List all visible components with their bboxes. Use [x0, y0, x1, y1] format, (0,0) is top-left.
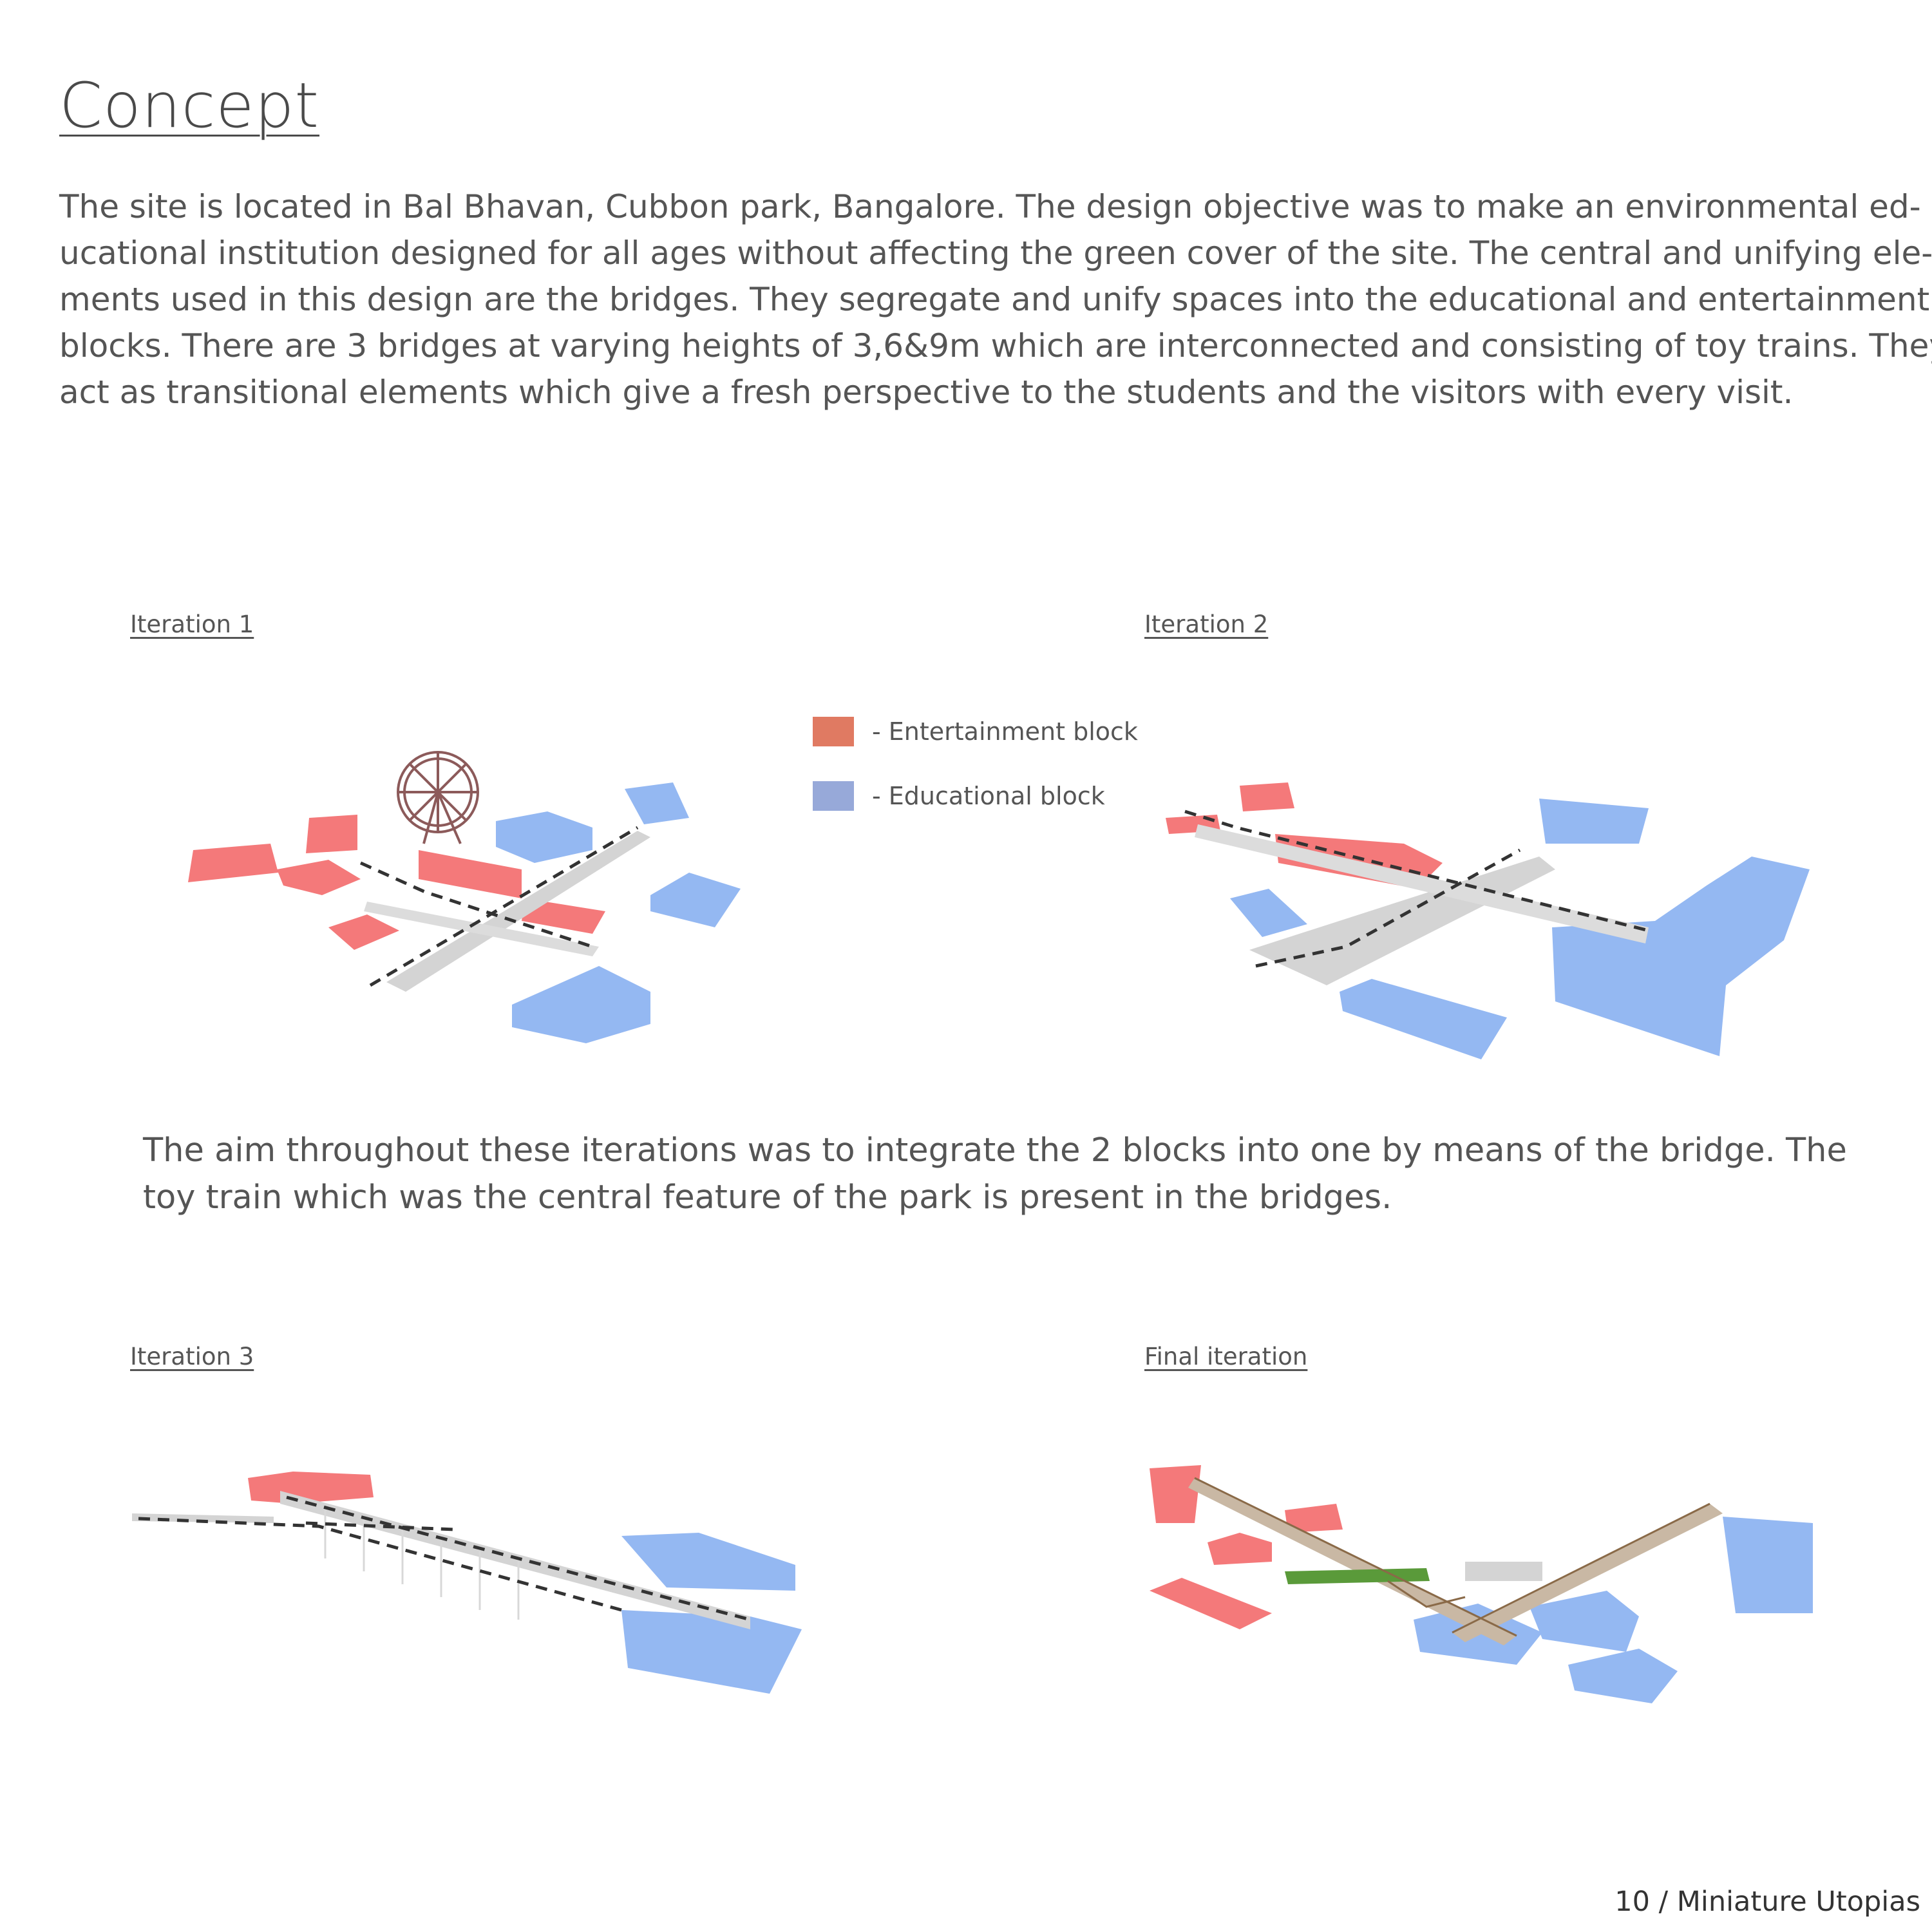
iteration-3-label: Iteration 3 [130, 1343, 254, 1370]
timber-bridge [1452, 1504, 1723, 1642]
entertainment-label: - Entertainment block [872, 717, 1138, 746]
train-line [286, 1495, 751, 1622]
entertainment-block [188, 844, 278, 882]
intro-line: ments used in this design are the bridge… [59, 281, 1930, 318]
bridge-columns [324, 1507, 520, 1620]
aim-paragraph: The aim throughout these iterations was … [143, 1127, 1847, 1221]
intro-paragraph: The site is located in Bal Bhavan, Cubbo… [59, 184, 1932, 415]
entertainment-block [328, 914, 399, 950]
train-line [1184, 810, 1649, 933]
green-roof [1285, 1568, 1430, 1584]
timber-bridge [1188, 1478, 1517, 1645]
intro-line: act as transitional elements which give … [59, 374, 1794, 411]
entertainment-block [306, 815, 357, 853]
educational-block [512, 966, 650, 1043]
iteration-1-diagram [188, 751, 741, 1043]
intro-line: The site is located in Bal Bhavan, Cubbo… [59, 188, 1921, 225]
educational-block [1340, 979, 1507, 1059]
legend: - Entertainment block - Educational bloc… [813, 716, 1138, 845]
educational-block [1530, 1591, 1639, 1652]
iteration-3-diagram [132, 1472, 802, 1694]
bridge [386, 831, 650, 992]
aim-line: The aim throughout these iterations was … [143, 1132, 1847, 1170]
iteration-2-label: Iteration 2 [1144, 611, 1269, 638]
entertainment-block [277, 860, 361, 895]
final-iteration-diagram [1150, 1465, 1813, 1703]
intro-line: blocks. There are 3 bridges at varying h… [59, 327, 1932, 365]
legend-educational: - Educational block [813, 781, 1138, 811]
train-line [138, 1517, 622, 1612]
entertainment-block [1240, 782, 1294, 811]
educational-block [1552, 857, 1810, 1056]
educational-swatch [813, 781, 854, 811]
educational-block [650, 873, 741, 927]
entertainment-block [1285, 1504, 1343, 1533]
educational-label: - Educational block [872, 782, 1105, 810]
truss [1194, 1477, 1710, 1637]
iteration-2-diagram [1166, 782, 1810, 1059]
legend-entertainment: - Entertainment block [813, 716, 1138, 747]
educational-block [1723, 1517, 1813, 1613]
page-title: Concept [59, 70, 320, 142]
entertainment-block [522, 898, 605, 934]
train-line [305, 1521, 455, 1531]
educational-block [496, 811, 592, 863]
bridge [1465, 1562, 1542, 1581]
bridge [364, 902, 599, 956]
educational-block [621, 1610, 802, 1694]
educational-block [1230, 889, 1307, 937]
entertainment-block [419, 850, 522, 898]
aim-line: toy train which was the central feature … [143, 1179, 1392, 1217]
iteration-1-label: Iteration 1 [130, 611, 254, 638]
educational-block [1539, 799, 1649, 844]
bridge [280, 1491, 750, 1629]
intro-line: ucational institution designed for all a… [59, 234, 1932, 272]
entertainment-block [1150, 1465, 1201, 1523]
educational-block [625, 782, 689, 824]
entertainment-block [1208, 1533, 1272, 1565]
entertainment-swatch [813, 717, 854, 746]
page-footer: 10 / Miniature Utopias [1615, 1886, 1920, 1918]
train-line [369, 826, 639, 987]
educational-block [621, 1533, 795, 1591]
entertainment-block [248, 1472, 374, 1504]
educational-block [1568, 1649, 1678, 1703]
train-line [1255, 848, 1521, 968]
train-line [359, 861, 593, 949]
final-iteration-label: Final iteration [1144, 1343, 1308, 1370]
bridge [1195, 824, 1649, 943]
ferris-wheel-icon [397, 751, 479, 844]
entertainment-block [1150, 1578, 1272, 1629]
